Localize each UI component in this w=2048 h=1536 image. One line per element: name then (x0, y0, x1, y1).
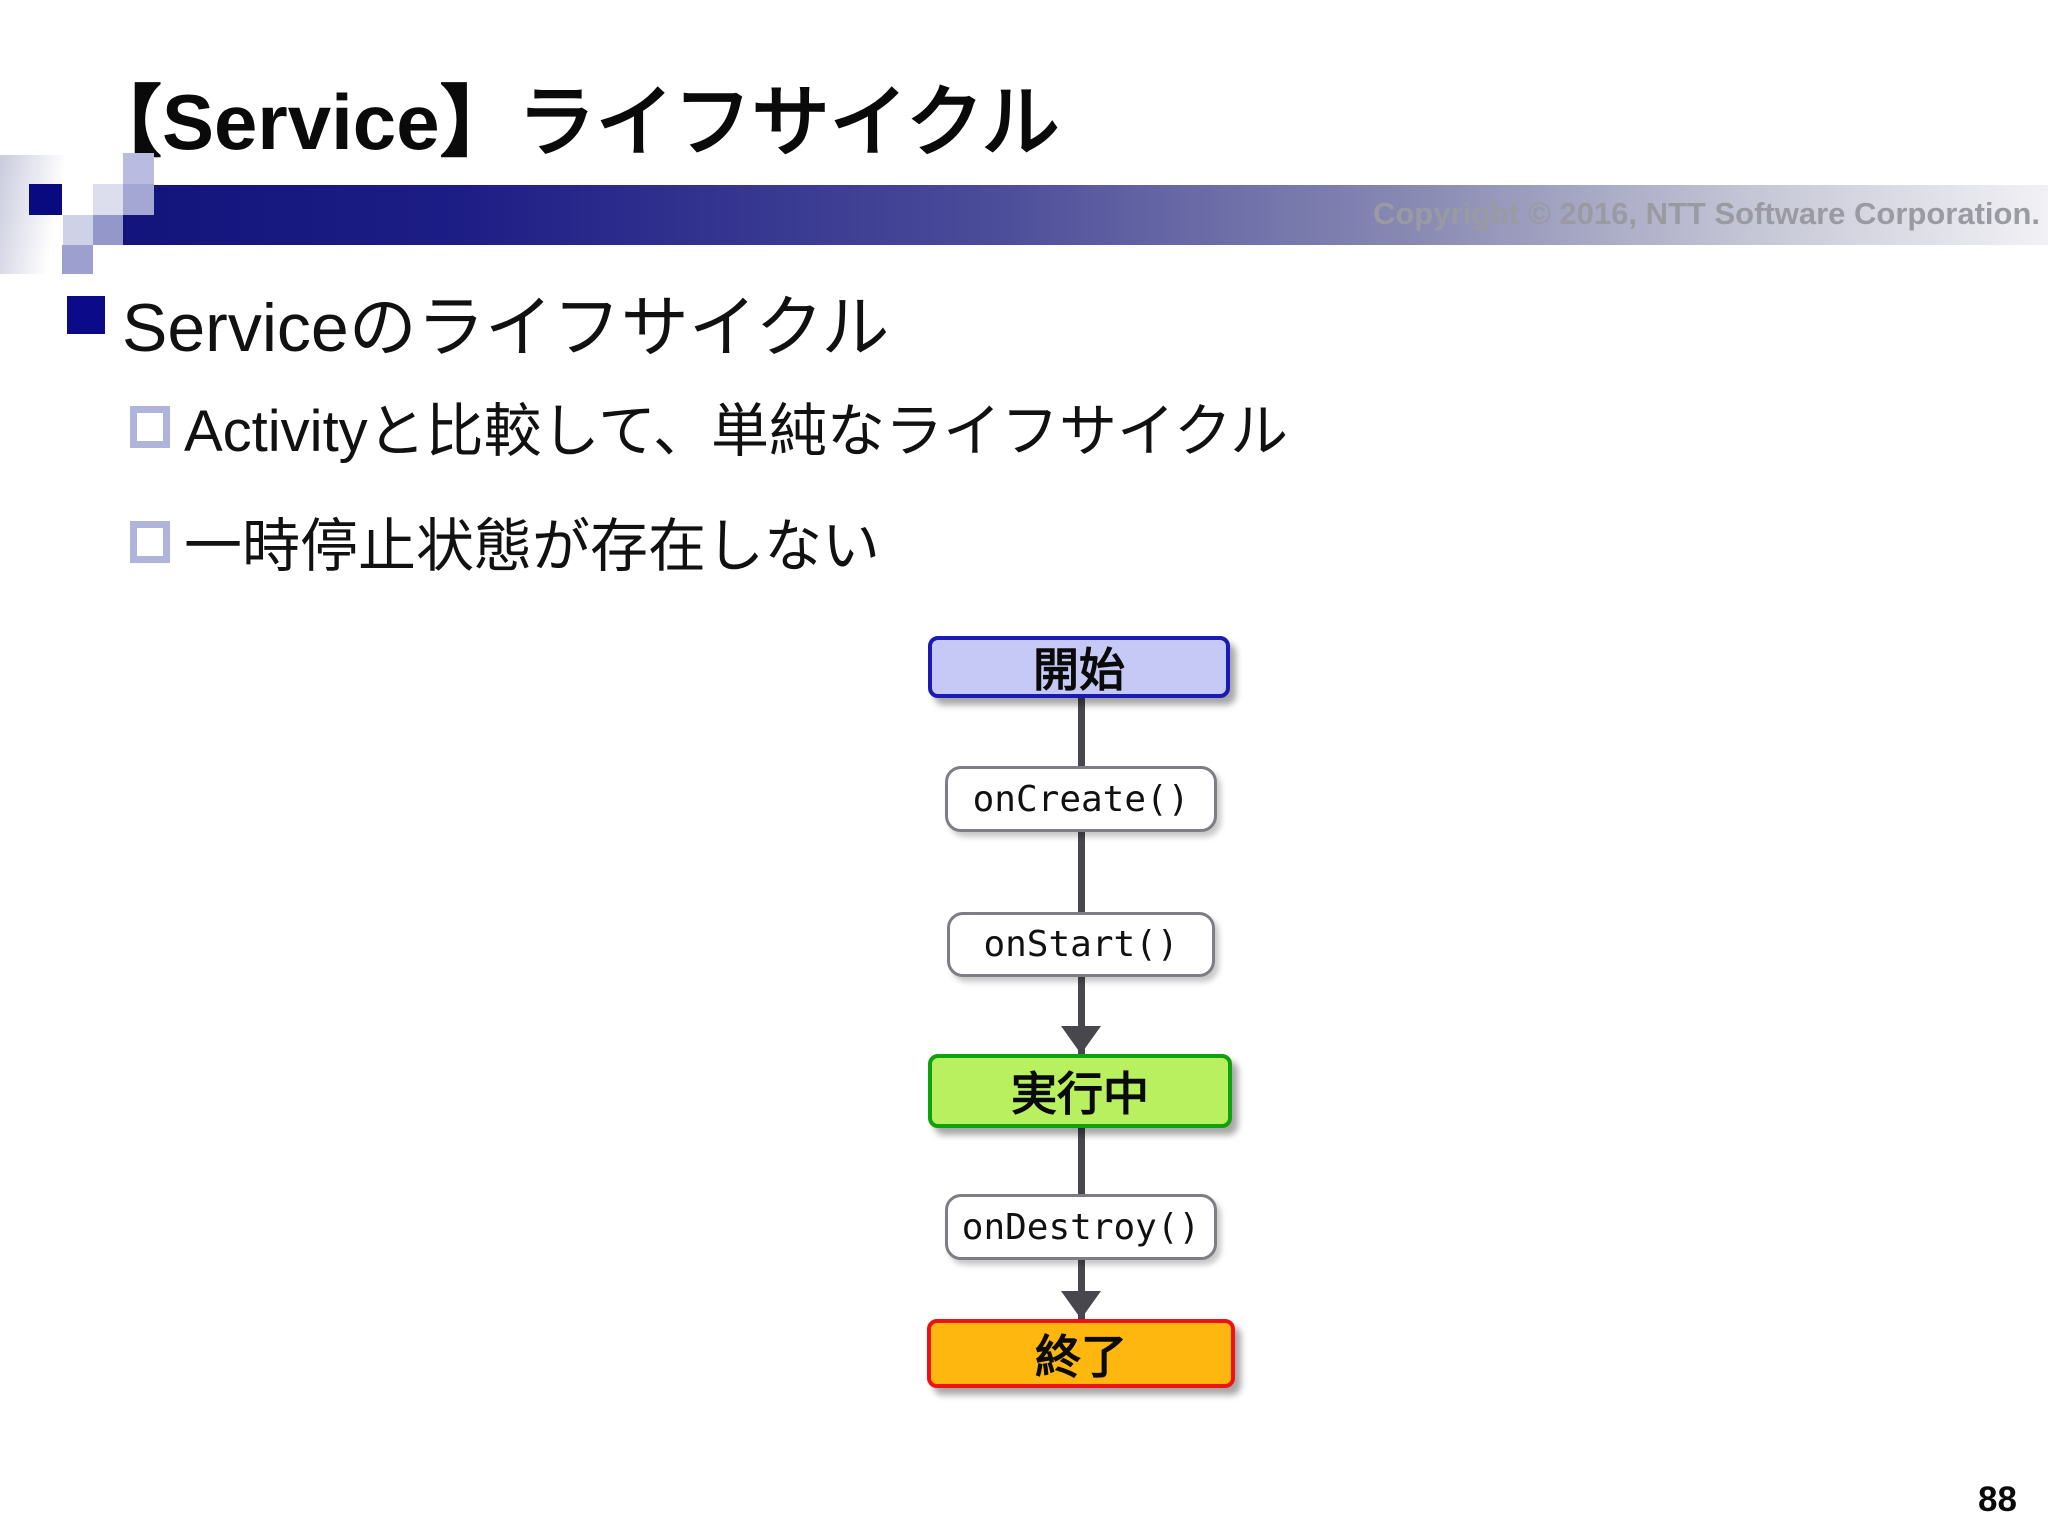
flow-node-label: 実行中 (1011, 1068, 1149, 1120)
copyright-text: Copyright © 2016, NTT Software Corporati… (1372, 196, 2040, 231)
deco-square-lavender-mid (123, 184, 154, 215)
deco-square-navy (29, 184, 62, 215)
flow-node-onstart: onStart() (947, 912, 1215, 977)
flow-node-label: onStart() (983, 924, 1179, 965)
flow-node-label: 開始 (1033, 644, 1125, 696)
flow-node-label: onDestroy() (961, 1206, 1201, 1248)
flow-node-ondestroy: onDestroy() (945, 1194, 1217, 1260)
flow-node-running: 実行中 (928, 1054, 1232, 1128)
flow-node-label: onCreate() (972, 778, 1190, 820)
header-gradient-bar (113, 185, 2048, 245)
deco-square-bottom (62, 245, 93, 274)
deco-square-lavender-top (123, 153, 154, 184)
page-title: 【Service】ライフサイクル (84, 78, 1060, 167)
section-heading: Serviceのライフサイクル (122, 290, 890, 366)
deco-square-mid-low (93, 215, 123, 245)
page-number: 88 (1978, 1480, 2017, 1519)
flow-node-end: 終了 (927, 1319, 1235, 1388)
deco-square-light-low (63, 215, 93, 245)
arrow-down-icon (1061, 1026, 1101, 1054)
sub-bullet-item: 一時停止状態が存在しない (184, 514, 881, 579)
sub-bullet-square-icon (130, 406, 170, 448)
sub-bullet-item: Activityと比較して、単純なライフサイクル (184, 399, 1289, 464)
flow-connector-line (1078, 698, 1085, 1054)
flow-node-oncreate: onCreate() (945, 766, 1217, 832)
bullet-square-icon (67, 296, 105, 334)
flow-node-label: 終了 (1035, 1330, 1127, 1383)
deco-square-pale (93, 184, 123, 215)
arrow-down-icon (1061, 1291, 1101, 1319)
lifecycle-flowchart: 開始 onCreate() onStart() 実行中 onDestroy() … (920, 630, 1242, 1420)
flow-node-start: 開始 (928, 636, 1230, 698)
sub-bullet-square-icon (130, 521, 170, 563)
